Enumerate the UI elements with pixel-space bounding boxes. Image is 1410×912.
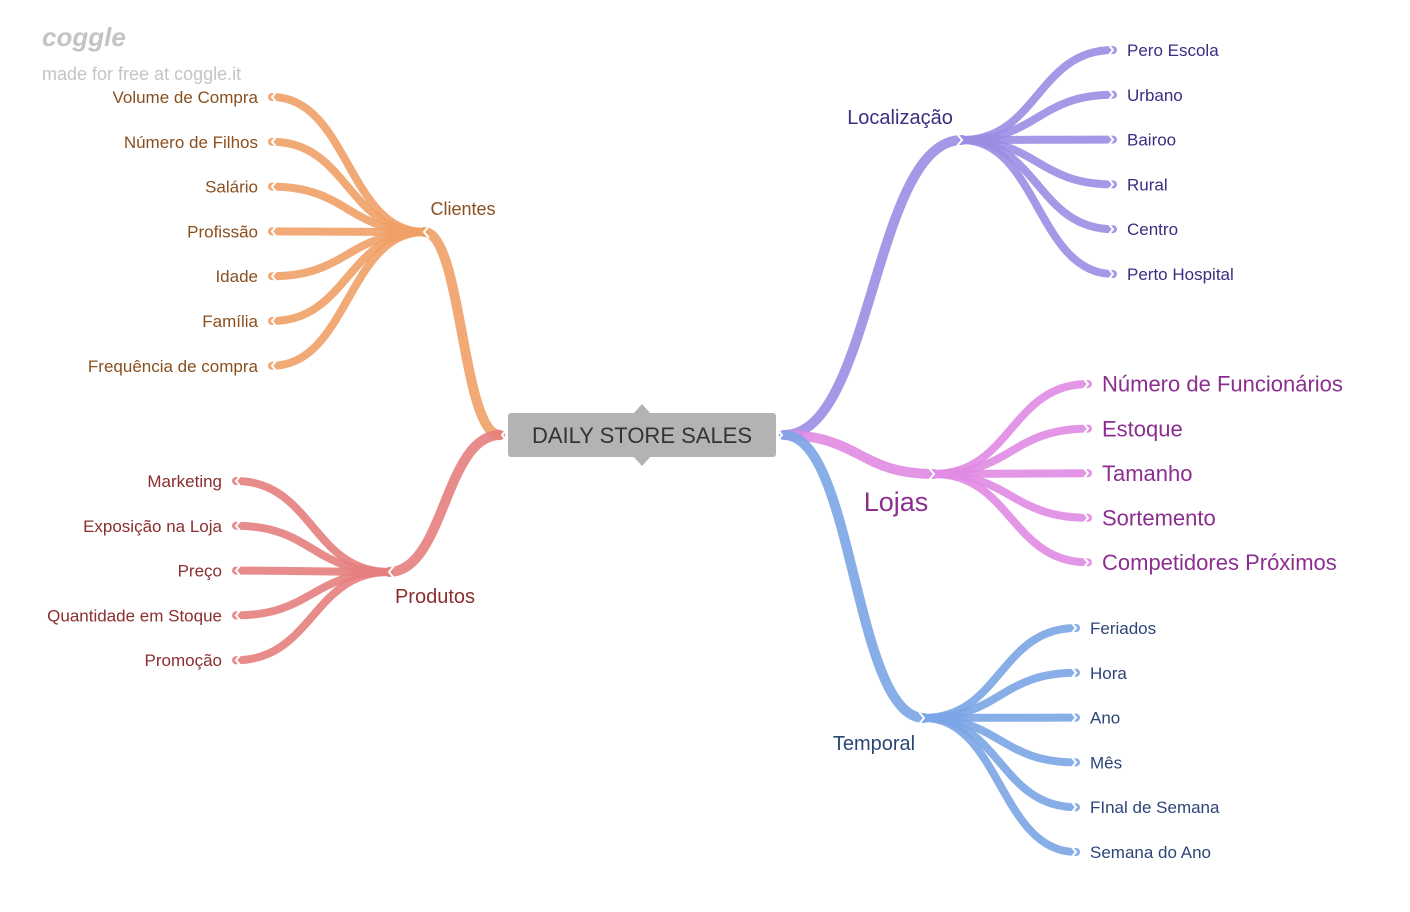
- produtos-leaf-label[interactable]: Exposição na Loja: [83, 517, 222, 536]
- produtos-leaf-tip: [234, 519, 242, 533]
- temporal-leaf-tip: [1070, 621, 1078, 635]
- temporal-leaf-tip: [1070, 845, 1078, 859]
- temporal-main-connector: [779, 430, 929, 723]
- temporal-leaf-connector: [920, 714, 1080, 856]
- temporal-leaf-tip: [1070, 800, 1078, 814]
- temporal-branch-label[interactable]: Temporal: [833, 733, 915, 755]
- lojas-leaf-tip: [1082, 377, 1090, 391]
- temporal-leaf-label[interactable]: Feriados: [1090, 619, 1156, 638]
- clientes-leaf-label[interactable]: Frequência de compra: [88, 357, 259, 376]
- produtos-leaf-label[interactable]: Quantidade em Stoque: [47, 606, 222, 625]
- clientes-junction-notch: [422, 225, 430, 239]
- root-node-box: [508, 413, 776, 457]
- localizacao-leaf-label[interactable]: Pero Escola: [1127, 41, 1219, 60]
- clientes-leaf-tip: [270, 90, 278, 104]
- temporal-leaf-label[interactable]: FInal de Semana: [1090, 798, 1220, 817]
- clientes-leaf-tip: [270, 135, 278, 149]
- produtos-leaf-tip: [234, 474, 242, 488]
- root-node[interactable]: DAILY STORE SALES: [508, 404, 776, 466]
- localizacao-junction-notch: [956, 133, 964, 147]
- lojas-leaf-label[interactable]: Competidores Próximos: [1102, 550, 1337, 575]
- lojas-main-connector: [779, 430, 939, 479]
- produtos-leaf-label[interactable]: Promoção: [145, 651, 222, 670]
- localizacao-leaf-tip: [1107, 177, 1115, 192]
- produtos-leaf-tip: [234, 608, 242, 623]
- root-left-notch: [500, 428, 508, 442]
- clientes-leaf-connector: [268, 228, 428, 370]
- root-node-label: DAILY STORE SALES: [532, 423, 752, 448]
- localizacao-leaf-label[interactable]: Urbano: [1127, 86, 1183, 105]
- temporal-leaf-label[interactable]: Mês: [1090, 753, 1122, 772]
- clientes-main-connector: [419, 227, 505, 440]
- lojas-leaf-tip: [1082, 511, 1090, 525]
- clientes-branch-label[interactable]: Clientes: [430, 199, 495, 219]
- temporal-leaf-label[interactable]: Semana do Ano: [1090, 843, 1211, 862]
- temporal-junction-notch: [918, 711, 926, 725]
- clientes-leaf-tip: [270, 269, 278, 283]
- produtos-main-connector: [384, 430, 505, 577]
- produtos-junction-notch: [387, 565, 395, 579]
- clientes-leaf-label[interactable]: Família: [202, 312, 258, 331]
- produtos-leaf-connector: [232, 568, 393, 665]
- connector-layer: [232, 46, 1117, 856]
- lojas-leaf-label[interactable]: Número de Funcionários: [1102, 372, 1343, 397]
- clientes-leaf-label[interactable]: Idade: [215, 267, 258, 286]
- brand-tagline: made for free at coggle.it: [42, 64, 241, 84]
- clientes-leaf-label[interactable]: Volume de Compra: [112, 88, 258, 107]
- clientes-leaf-label[interactable]: Profissão: [187, 222, 258, 241]
- produtos-branch-label[interactable]: Produtos: [395, 586, 475, 608]
- localizacao-leaf-label[interactable]: Centro: [1127, 220, 1178, 239]
- localizacao-leaf-tip: [1107, 88, 1115, 102]
- produtos-leaf-label[interactable]: Preço: [178, 562, 222, 581]
- lojas-leaf-connector: [930, 470, 1092, 567]
- clientes-leaf-tip: [270, 224, 278, 239]
- lojas-leaf-label[interactable]: Tamanho: [1102, 461, 1193, 486]
- localizacao-leaf-tip: [1107, 43, 1115, 57]
- clientes-leaf-tip: [270, 314, 278, 328]
- lojas-branch-label[interactable]: Lojas: [864, 487, 929, 517]
- lojas-leaf-label[interactable]: Estoque: [1102, 416, 1183, 441]
- temporal-leaf-label[interactable]: Ano: [1090, 709, 1120, 728]
- temporal-leaf-tip: [1070, 666, 1078, 680]
- localizacao-leaf-tip: [1107, 222, 1115, 236]
- localizacao-leaf-connector: [958, 136, 1117, 278]
- temporal-leaf-tip: [1070, 755, 1078, 770]
- clientes-leaf-tip: [270, 179, 278, 194]
- localizacao-branch-label[interactable]: Localização: [847, 107, 953, 129]
- produtos-leaf-tip: [234, 653, 242, 667]
- coggle-logo: coggle: [42, 22, 126, 52]
- localizacao-leaf-tip: [1107, 132, 1115, 147]
- localizacao-leaf-tip: [1107, 267, 1115, 281]
- lojas-leaf-tip: [1082, 555, 1090, 570]
- lojas-junction-notch: [928, 467, 936, 481]
- clientes-leaf-tip: [270, 359, 278, 373]
- localizacao-leaf-label[interactable]: Rural: [1127, 175, 1168, 194]
- lojas-leaf-tip: [1082, 421, 1090, 436]
- temporal-leaf-tip: [1070, 710, 1078, 725]
- produtos-leaf-tip: [234, 563, 242, 578]
- localizacao-main-connector: [779, 135, 967, 440]
- lojas-leaf-tip: [1082, 466, 1090, 480]
- localizacao-leaf-label[interactable]: Perto Hospital: [1127, 265, 1234, 284]
- temporal-leaf-label[interactable]: Hora: [1090, 664, 1127, 683]
- localizacao-leaf-label[interactable]: Bairoo: [1127, 131, 1176, 150]
- produtos-leaf-label[interactable]: Marketing: [147, 472, 222, 491]
- root-right-notch: [776, 428, 784, 442]
- clientes-leaf-label[interactable]: Número de Filhos: [124, 133, 258, 152]
- lojas-leaf-label[interactable]: Sortemento: [1102, 506, 1216, 531]
- clientes-leaf-label[interactable]: Salário: [205, 178, 258, 197]
